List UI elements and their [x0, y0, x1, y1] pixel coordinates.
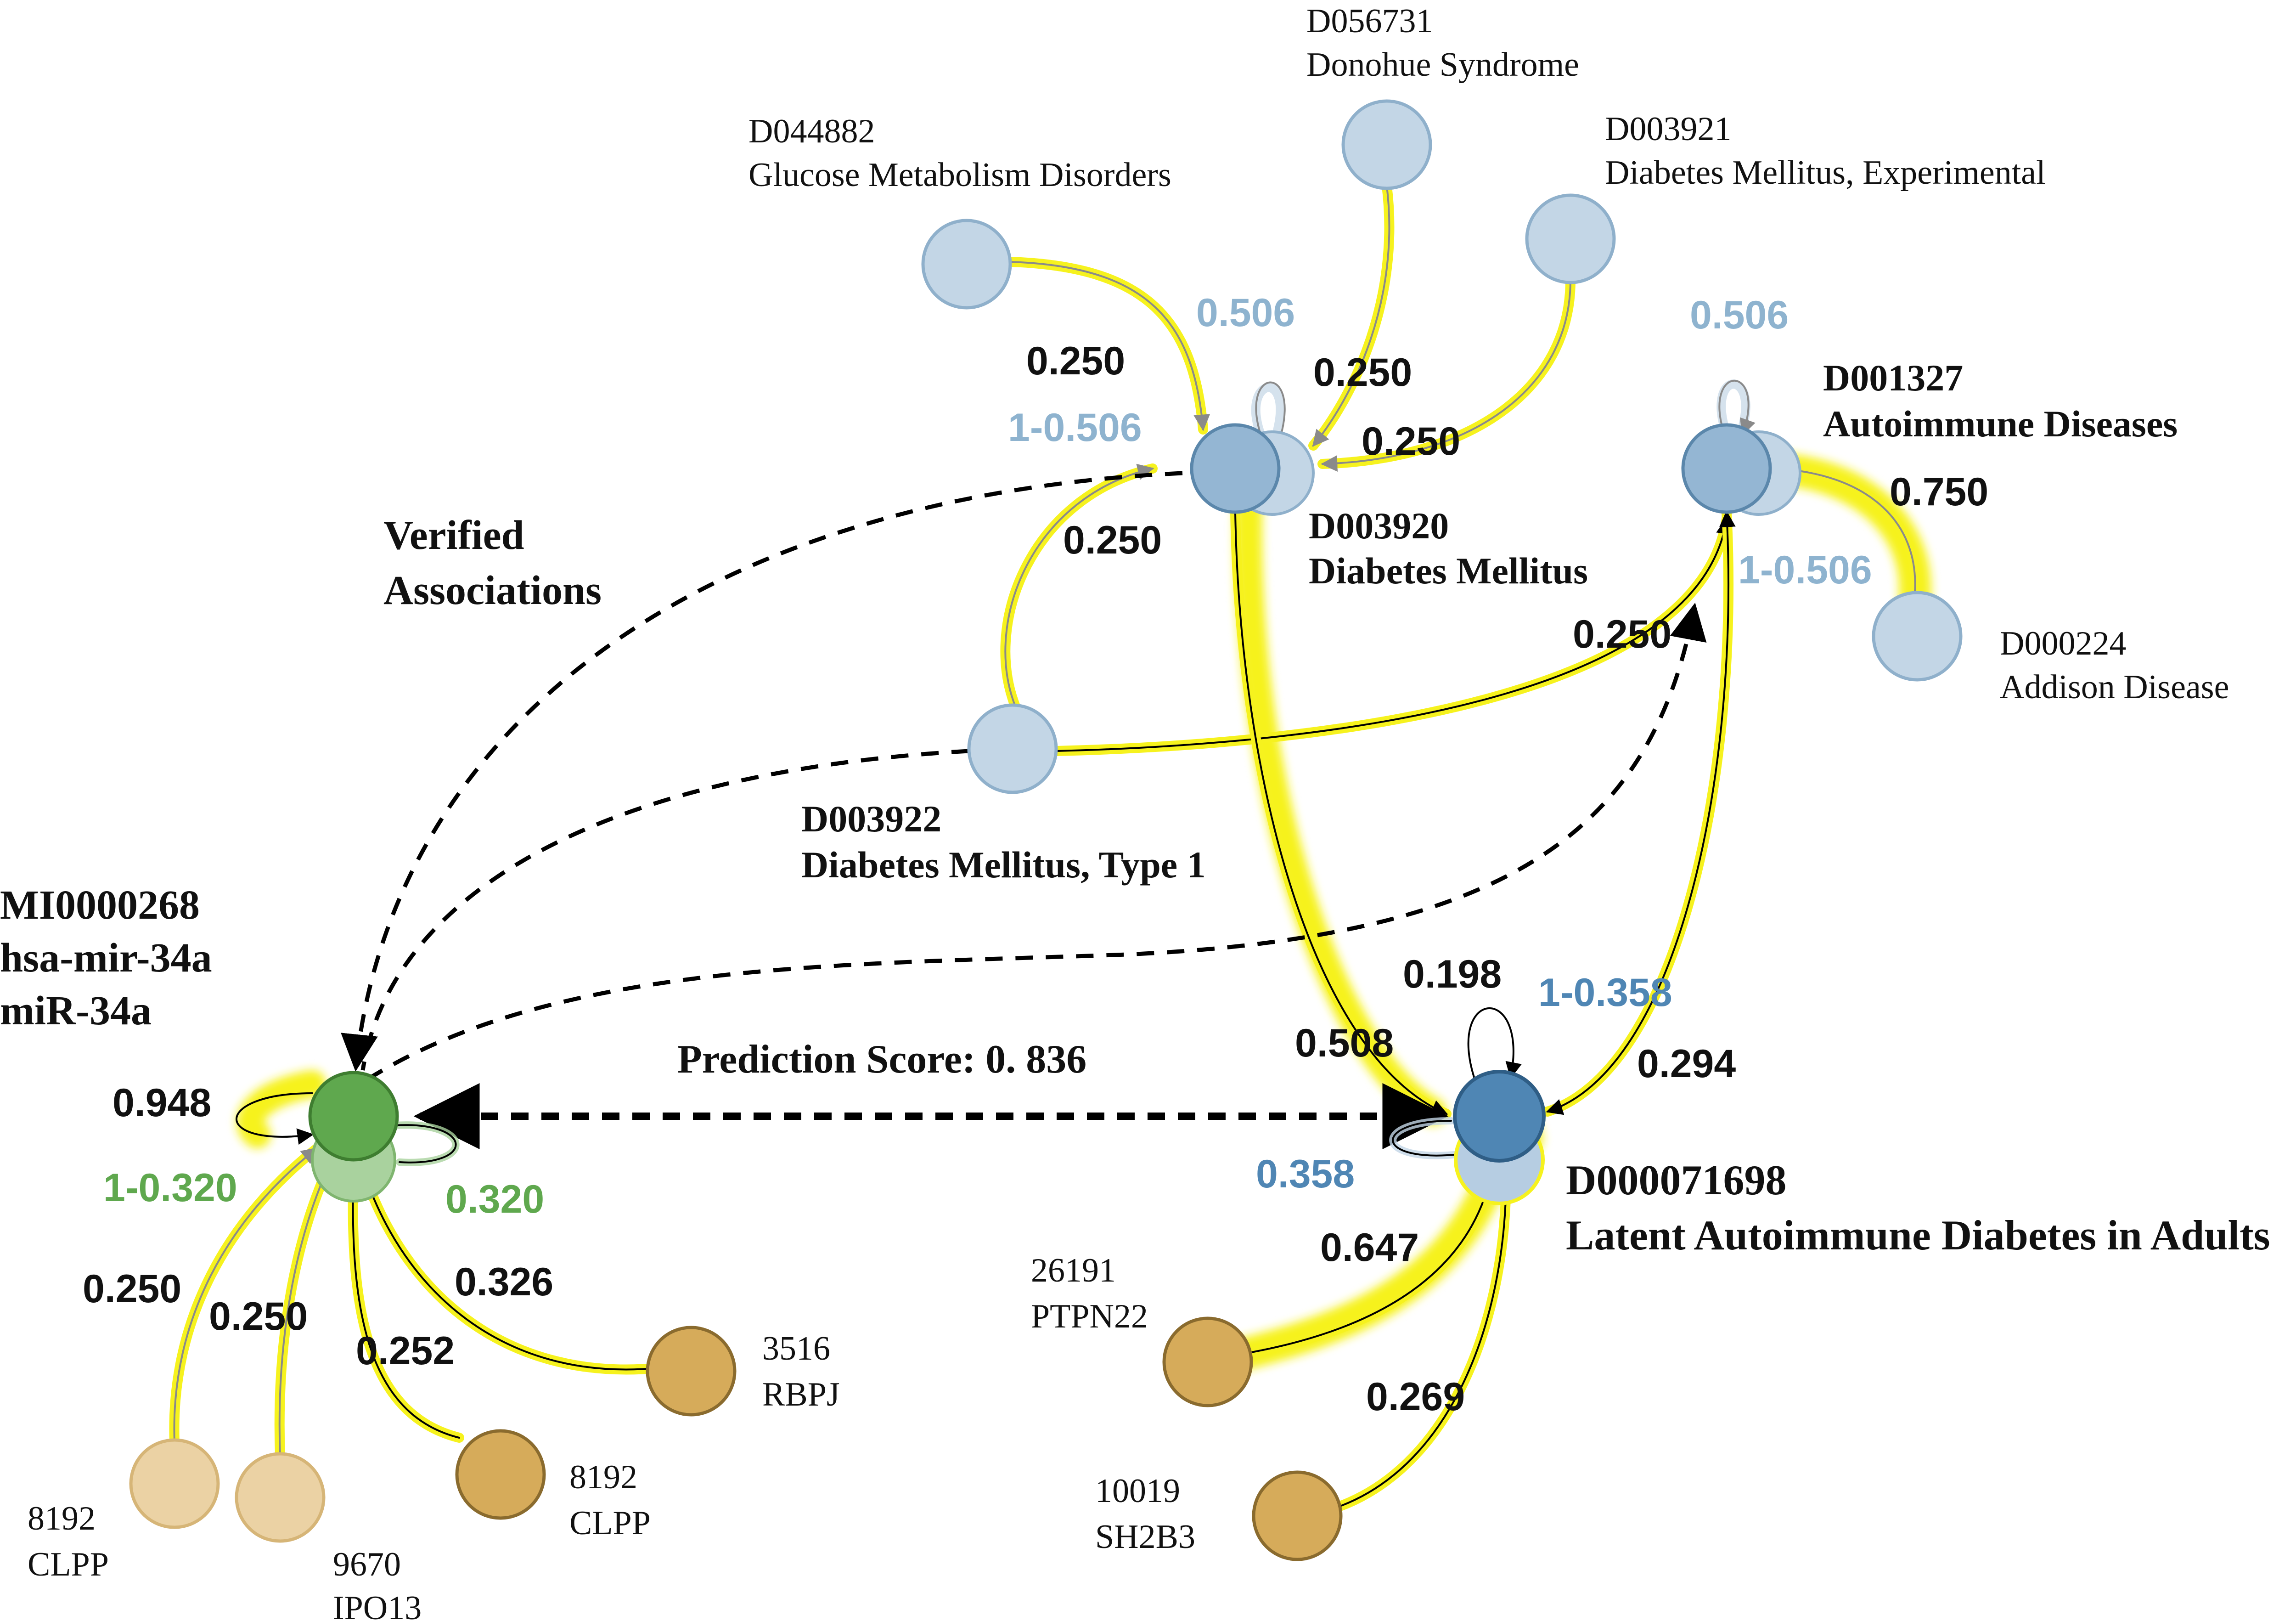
label-d003921-id: D003921 [1605, 110, 1731, 148]
weight-mir-restart: 1-0.320 [103, 1166, 237, 1210]
weight-dm-restart: 1-0.506 [1008, 406, 1142, 450]
label-clpp-b-name: CLPP [569, 1504, 651, 1542]
label-d044882-name: Glucose Metabolism Disorders [748, 156, 1171, 194]
solid-edges [169, 181, 1920, 1521]
node-gene-clpp-b[interactable] [455, 1429, 546, 1520]
dashed-edges [341, 471, 1707, 1149]
verified-associations-line1: Verified [383, 513, 524, 558]
node-d056731[interactable] [1341, 99, 1432, 190]
nodes [129, 99, 1963, 1561]
node-gene-rbpj[interactable] [646, 1326, 737, 1417]
label-ptpn22-id: 26191 [1031, 1252, 1116, 1289]
weight-experimental-dm: 0.250 [1362, 419, 1460, 463]
weight-glucose-dm: 0.250 [1026, 339, 1125, 383]
weight-dm-self: 0.506 [1196, 291, 1295, 335]
label-d056731-name: Donohue Syndrome [1306, 46, 1579, 84]
label-rbpj-name: RBPJ [762, 1376, 840, 1413]
node-gene-ptpn22[interactable] [1162, 1316, 1253, 1407]
node-d003922[interactable] [967, 703, 1058, 794]
label-lada-id: D000071698 [1566, 1157, 1786, 1203]
weight-type1-dm: 0.250 [1063, 518, 1162, 562]
node-d003920[interactable] [1190, 423, 1281, 514]
node-gene-sh2b3[interactable] [1252, 1470, 1343, 1561]
weight-mir-inner: 0.320 [445, 1177, 544, 1221]
edge-weights: 0.250 0.250 0.250 0.250 0.506 1-0.506 0.… [83, 291, 1988, 1419]
label-d044882-id: D044882 [748, 113, 875, 150]
weight-clppa-mir: 0.250 [83, 1267, 181, 1311]
weight-clppb-mir: 0.252 [356, 1329, 455, 1373]
label-d003920-name: Diabetes Mellitus [1309, 550, 1588, 592]
label-mir-name: hsa-mir-34a [0, 935, 212, 981]
label-ipo13-id: 9670 [333, 1546, 401, 1583]
label-clpp-b-id: 8192 [569, 1458, 637, 1496]
label-d000224-id: D000224 [2000, 625, 2126, 662]
label-sh2b3-name: SH2B3 [1095, 1518, 1195, 1556]
label-ipo13-name: IPO13 [333, 1589, 422, 1621]
label-d003922-name: Diabetes Mellitus, Type 1 [801, 844, 1206, 886]
node-d000224[interactable] [1872, 591, 1963, 682]
weight-ai-restart: 1-0.506 [1738, 548, 1872, 592]
label-d000224-name: Addison Disease [2000, 668, 2229, 706]
label-mir-id: MI0000268 [0, 882, 200, 928]
weight-ipo13-mir: 0.250 [209, 1294, 308, 1339]
self-loops [236, 379, 1756, 1166]
label-sh2b3-id: 10019 [1095, 1472, 1180, 1510]
weight-dm-lada: 0.508 [1295, 1021, 1394, 1065]
annotations: Verified Associations Prediction Score: … [383, 513, 1086, 1082]
weight-lada-restart: 1-0.358 [1538, 971, 1672, 1015]
node-d001327[interactable] [1681, 423, 1772, 514]
weight-lada-self: 0.198 [1403, 952, 1502, 996]
dashed-dm-mir [341, 471, 1183, 1072]
label-d001327-id: D001327 [1823, 357, 1963, 399]
weight-ptpn22-lada: 0.647 [1320, 1226, 1419, 1270]
node-mir34a[interactable] [308, 1071, 399, 1162]
edge-ai-lada [1542, 507, 1733, 1117]
node-gene-ipo13[interactable] [235, 1452, 326, 1543]
label-clpp-a-name: CLPP [28, 1546, 109, 1583]
weight-lada-inner: 0.358 [1256, 1152, 1355, 1196]
verified-associations-line2: Associations [383, 568, 602, 613]
weight-type1-ai: 0.250 [1573, 612, 1671, 656]
label-d003920-id: D003920 [1309, 505, 1449, 547]
weight-mir-self: 0.948 [113, 1081, 211, 1125]
dashed-mir-ai [366, 603, 1707, 1081]
weight-donohue-dm: 0.250 [1313, 350, 1412, 395]
prediction-score: Prediction Score: 0. 836 [677, 1037, 1086, 1082]
label-mir-alias: miR-34a [0, 988, 152, 1034]
weight-rbpj-mir: 0.326 [455, 1260, 553, 1304]
label-d003922-id: D003922 [801, 798, 941, 840]
dashed-type1-mir [360, 749, 969, 1071]
label-ptpn22-name: PTPN22 [1031, 1298, 1148, 1335]
label-rbpj-id: 3516 [762, 1330, 830, 1367]
node-d044882[interactable] [921, 219, 1012, 310]
label-d003921-name: Diabetes Mellitus, Experimental [1605, 154, 2046, 192]
node-d003921[interactable] [1525, 193, 1616, 284]
label-d056731-id: D056731 [1306, 2, 1433, 40]
node-lada[interactable] [1453, 1070, 1546, 1163]
label-clpp-a-id: 8192 [28, 1500, 96, 1537]
weight-ai-self: 0.506 [1690, 293, 1789, 337]
label-d001327-name: Autoimmune Diseases [1823, 403, 2178, 445]
weight-sh2b3-lada: 0.269 [1366, 1375, 1465, 1419]
label-lada-name: Latent Autoimmune Diabetes in Adults [1566, 1212, 2270, 1259]
node-gene-clpp-a[interactable] [129, 1438, 220, 1529]
weight-ai-lada: 0.294 [1637, 1042, 1736, 1086]
weight-addison-ai: 0.750 [1890, 470, 1988, 514]
